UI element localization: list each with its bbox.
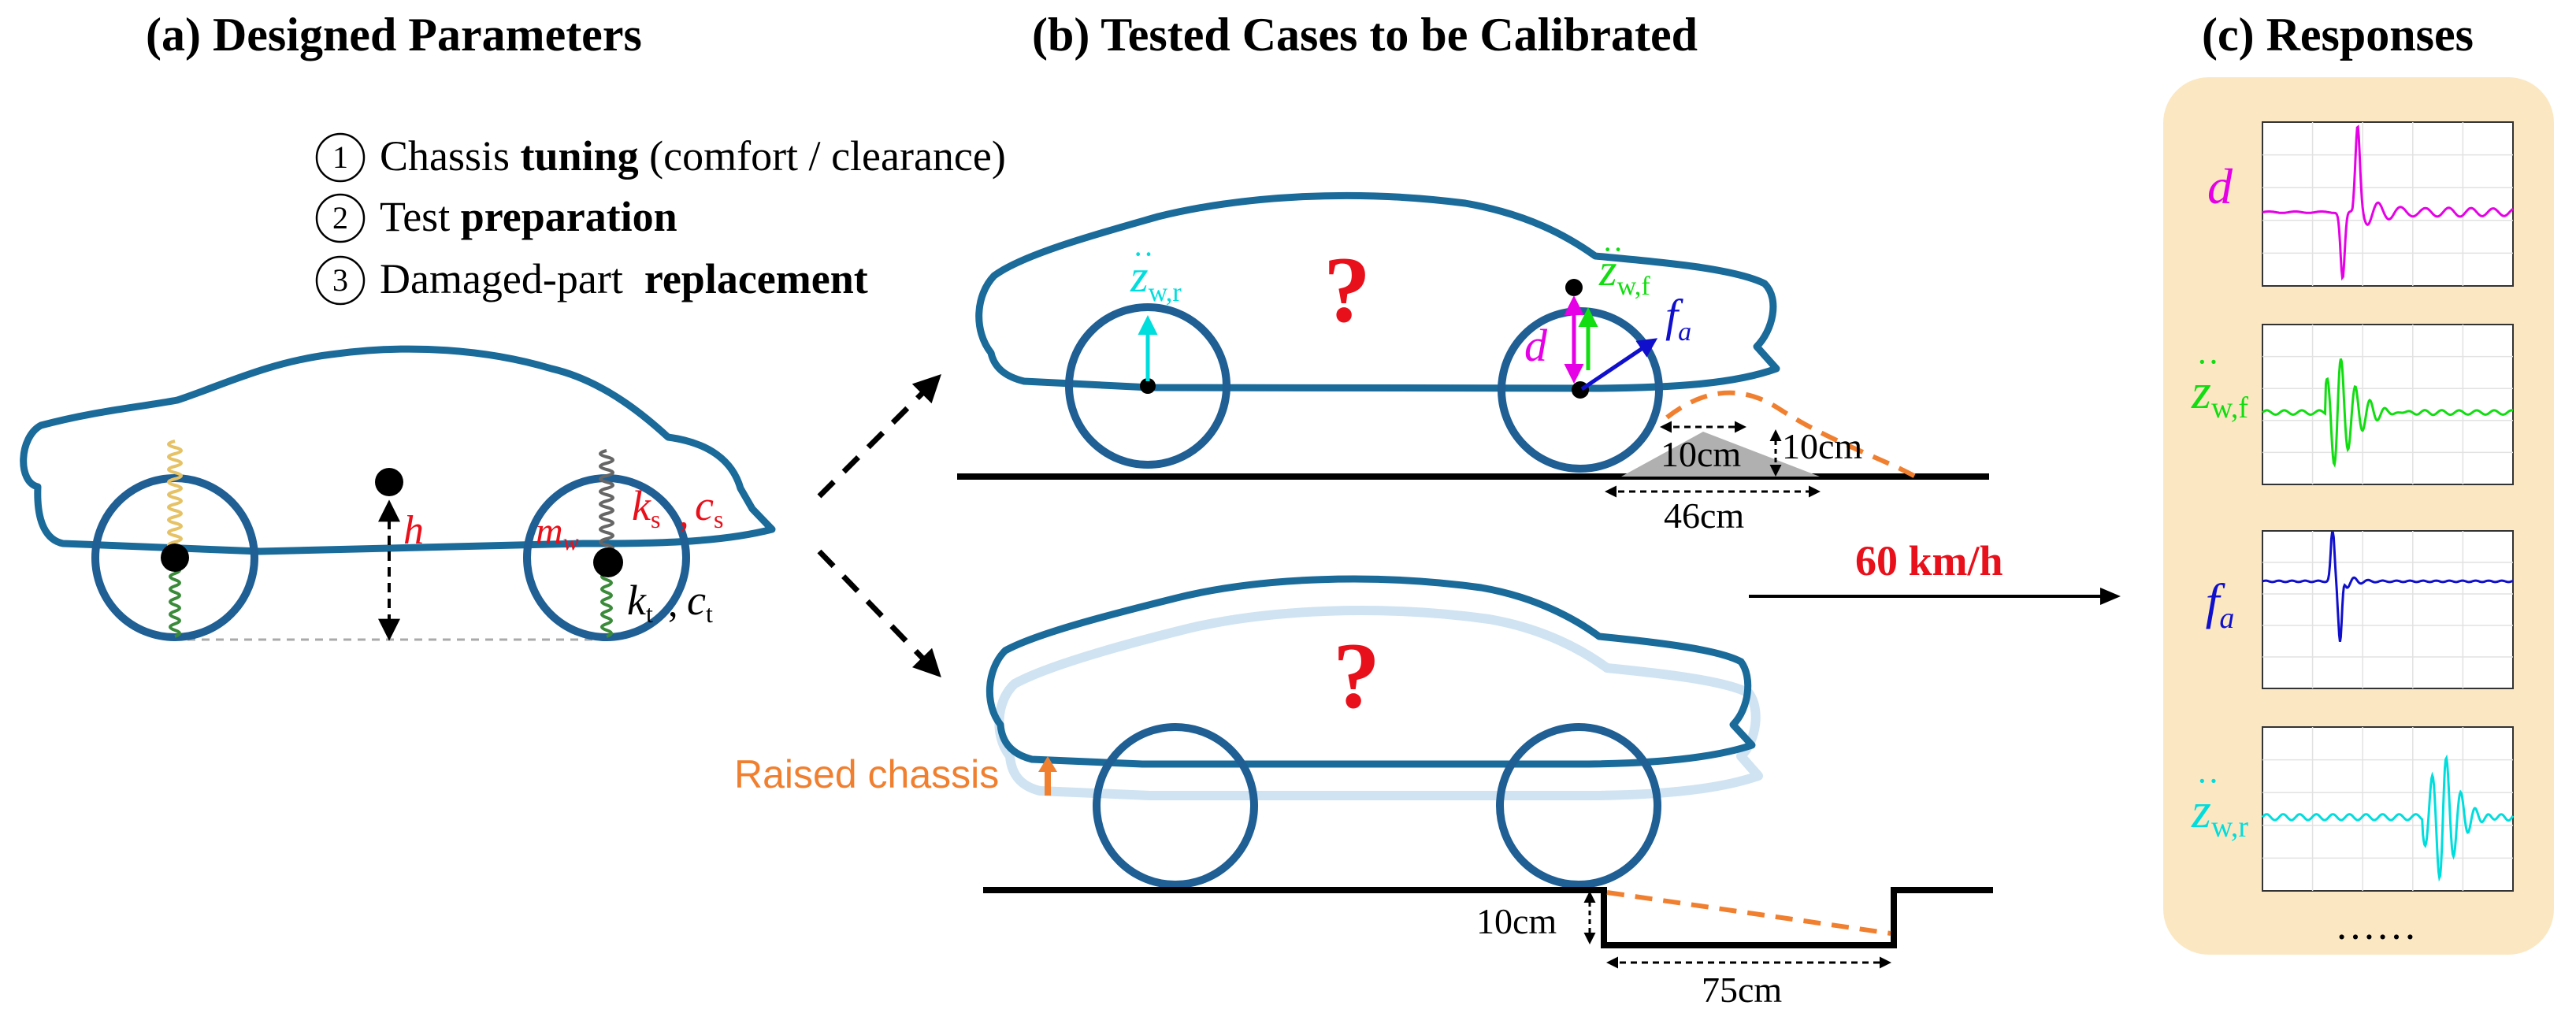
label-bump-width: 10cm: [1661, 434, 1741, 474]
label-bump-height: 10cm: [1782, 426, 1862, 466]
case-1-pre: Chassis: [380, 132, 521, 180]
branch-arrow-upper: [817, 374, 941, 499]
zwf-dots: ··: [1602, 232, 1624, 267]
label-zwr: zw,r: [1130, 250, 1182, 307]
center-of-mass: [375, 468, 403, 496]
panel-c-title: (c) Responses: [2202, 9, 2474, 61]
response-label-1: d: [2207, 158, 2233, 214]
response-plot-3: fa: [2206, 530, 2514, 689]
response-trace-1: [2262, 124, 2514, 281]
param-separator: ,: [679, 491, 689, 535]
speed-arrow-head: [2100, 588, 2121, 605]
case-number-1: 1: [332, 139, 348, 175]
case-number-3: 3: [332, 262, 348, 298]
response-trace-3: [2262, 531, 2514, 642]
pit-rear-wheel: [1093, 723, 1258, 889]
response-plot-1: d: [2207, 121, 2514, 287]
pit-front-wheel: [1496, 723, 1661, 889]
case-list: 1 Chassis tuning (comfort / clearance) 2…: [315, 132, 1006, 306]
label-d: d: [1524, 320, 1548, 371]
param-h: h: [403, 508, 424, 553]
response-label-4: zw,r: [2191, 782, 2248, 844]
bump-wheel-path: [1665, 390, 1924, 483]
response-label-2: zw,f: [2191, 363, 2248, 425]
response-trace-4: [2261, 754, 2515, 882]
case-item-1: 1 Chassis tuning (comfort / clearance): [315, 132, 1006, 183]
front-hub: [593, 547, 623, 577]
rear-tire-spring: [169, 559, 181, 638]
zwr-dots: ··: [1133, 236, 1154, 272]
front-body-point: [1565, 279, 1583, 296]
case-bump: zw,r ·· ? d zw,f ·· fa 10cm 10cm 46cm: [957, 191, 1989, 536]
svg-text:Damaged-part replacement: Damaged-part replacement: [380, 255, 868, 302]
rear-hub: [161, 544, 189, 572]
front-wheel: [523, 474, 690, 641]
svg-text:Test preparation: Test preparation: [380, 193, 677, 240]
panel-a-title: (a) Designed Parameters: [146, 9, 642, 61]
more-responses: ……: [2335, 903, 2417, 948]
case-item-3: 3 Damaged-part replacement: [315, 255, 868, 306]
param-kt: kt: [627, 577, 653, 628]
pit-wheel-path: [1606, 890, 1891, 936]
case-pit: ? Raised chassis 10cm 75cm: [734, 575, 1993, 1010]
front-suspension-spring: [599, 449, 614, 553]
branch-arrow-lower: [817, 549, 941, 678]
bump-rear-hub: [1140, 378, 1156, 394]
pit-ground: [983, 887, 1993, 948]
response-plot-4: zw,r··: [2191, 726, 2515, 892]
fa-arrow: [1580, 338, 1658, 391]
panel-b-title: (b) Tested Cases to be Calibrated: [1032, 9, 1698, 61]
car-model-a: h mw ks , cs kt , ct: [20, 345, 776, 641]
car-body-bump: [975, 191, 1780, 392]
label-zwf: zw,f: [1598, 244, 1650, 301]
case-1-bold: tuning: [521, 132, 639, 180]
case-2-pre: Test: [380, 193, 461, 240]
label-fa: fa: [1665, 290, 1691, 347]
param-ks: ks: [632, 482, 660, 533]
car-body-outline: [20, 345, 776, 555]
rear-suspension-spring: [167, 440, 183, 556]
svg-text:Chassis tuning (comfort / clea: Chassis tuning (comfort / clearance): [380, 132, 1006, 180]
response-trace-2: [2262, 358, 2514, 468]
label-pit-width: 75cm: [1702, 970, 1782, 1010]
raised-chassis-label: Raised chassis: [734, 752, 999, 796]
bump-rear-wheel: [1065, 303, 1230, 469]
label-pit-depth: 10cm: [1476, 901, 1557, 941]
response-plot-2: zw,f··: [2191, 324, 2514, 485]
unknown-mark-2: ?: [1333, 623, 1380, 728]
response-dots-2: ··: [2196, 343, 2219, 381]
param-cs: cs: [695, 482, 723, 533]
unknown-mark-1: ?: [1323, 237, 1371, 342]
param-separator-2: ,: [668, 581, 678, 625]
car-body-ghost: [994, 606, 1763, 800]
case-1-post: (comfort / clearance): [639, 132, 1006, 180]
response-dots-4: ··: [2196, 762, 2219, 800]
case-2-bold: preparation: [461, 193, 677, 240]
case-number-2: 2: [332, 200, 348, 236]
case-item-2: 2 Test preparation: [315, 193, 677, 243]
label-bump-base: 46cm: [1664, 495, 1744, 536]
speed-indicator: 60 km/h: [1749, 537, 2121, 605]
case-3-pre: Damaged-part: [380, 255, 644, 302]
param-mw: mw: [536, 510, 579, 555]
param-ct: ct: [687, 577, 713, 628]
raised-arrow-head: [1038, 756, 1057, 772]
speed-label: 60 km/h: [1855, 537, 2003, 584]
case-3-bold: replacement: [644, 255, 868, 302]
car-body-raised: [985, 575, 1756, 768]
